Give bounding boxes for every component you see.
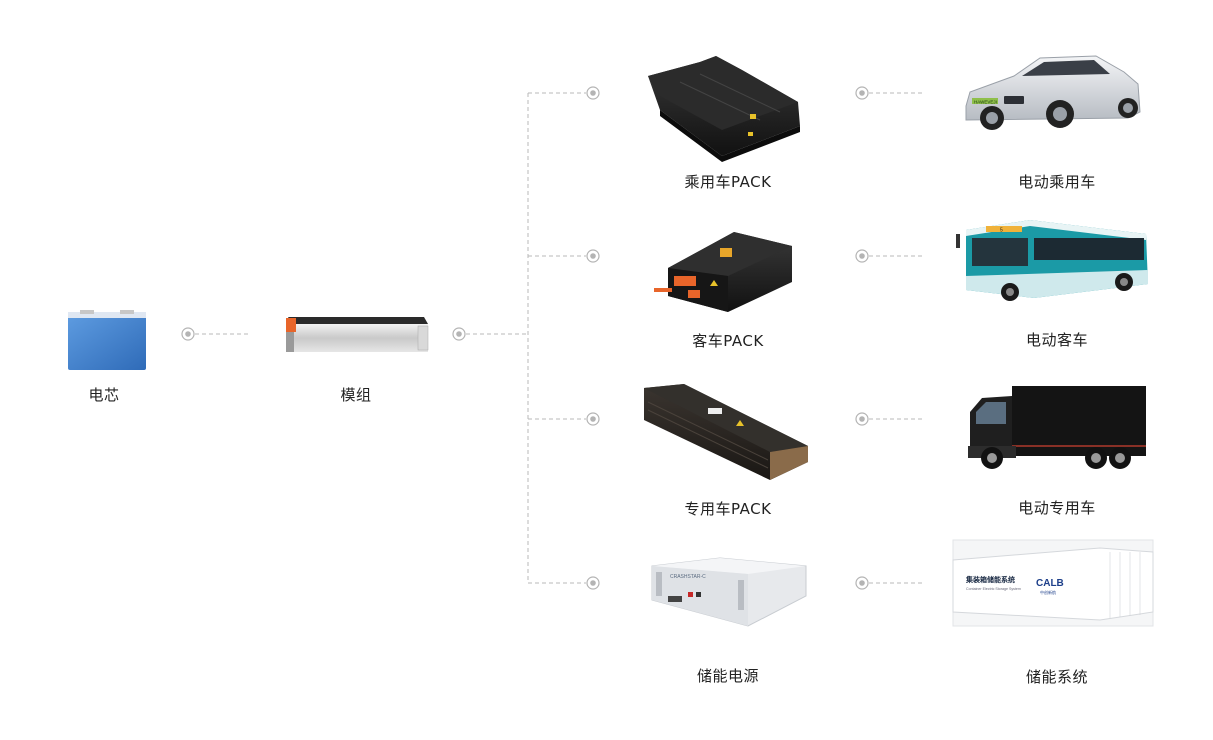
- electric-car-image: HAWEVEJI: [965, 55, 1141, 130]
- electric-truck-image: [968, 386, 1146, 469]
- special-pack-image: [644, 384, 808, 480]
- energy-storage-container-image: 集装箱储能系统 Container Electric Storage Syste…: [952, 539, 1154, 627]
- connector-dot-icon: [586, 249, 600, 263]
- pack-label-bus: 客车PACK: [692, 332, 764, 350]
- rack-brand-text: CRASHSTAR-C: [670, 574, 706, 580]
- connectors: [195, 92, 924, 584]
- car-plate-text: HAWEVEJI: [974, 100, 997, 105]
- storage-power-image: CRASHSTAR-C: [651, 557, 807, 627]
- pack-label-passenger: 乘用车PACK: [684, 173, 772, 191]
- connector-dot-icon: [855, 86, 869, 100]
- connector-dot-icon: [452, 327, 466, 341]
- electric-bus-image: 5: [956, 220, 1148, 301]
- ess-subtitle-text: Container Electric Storage System: [966, 587, 1021, 591]
- bus-route-text: 5: [1000, 228, 1003, 234]
- application-label-ev-car: 电动乘用车: [1018, 173, 1096, 191]
- car-plate-badge: [972, 98, 998, 104]
- ess-title-text: 集装箱储能系统: [965, 575, 1015, 584]
- application-label-ev-truck: 电动专用车: [1018, 499, 1096, 517]
- application-label-ev-bus: 电动客车: [1025, 331, 1088, 349]
- cell-label: 电芯: [88, 386, 120, 404]
- connector-dots: [181, 86, 869, 590]
- ess-brand-sub-text: 中创新航: [1040, 589, 1056, 595]
- pack-label-storage-power: 储能电源: [696, 667, 759, 685]
- connector-dot-icon: [855, 249, 869, 263]
- passenger-pack-image: [648, 56, 800, 162]
- connector-dot-icon: [855, 412, 869, 426]
- connector-dot-icon: [586, 412, 600, 426]
- connector-dot-icon: [181, 327, 195, 341]
- bus-pack-image: [654, 232, 792, 312]
- bus-route-display: [986, 226, 1022, 232]
- connector-dot-icon: [586, 86, 600, 100]
- pack-label-special: 专用车PACK: [684, 500, 772, 518]
- connector-dot-icon: [586, 576, 600, 590]
- application-label-ess: 储能系统: [1025, 668, 1088, 686]
- battery-cell-image: [68, 310, 146, 370]
- battery-module-image: [286, 317, 429, 352]
- ess-brand-logo: CALB: [1036, 578, 1064, 589]
- module-label: 模组: [340, 386, 372, 404]
- connector-dot-icon: [855, 576, 869, 590]
